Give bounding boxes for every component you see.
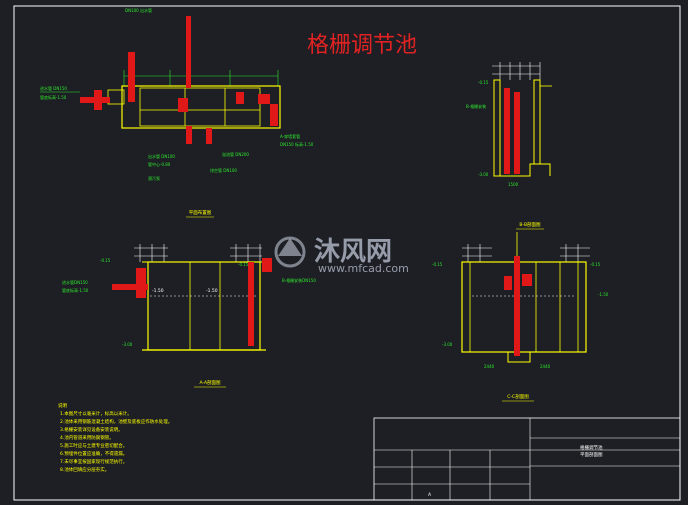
svg-text:排空管 DN100: 排空管 DN100 <box>210 167 237 173</box>
note-line: 1.本图尺寸以毫米计，标高以米计。 <box>60 410 132 417</box>
title-block-name-1: 格栅调节池 <box>580 444 603 451</box>
svg-text:进水管DN150: 进水管DN150 <box>62 279 88 285</box>
note-line: 7.未尽事宜按国家现行规范执行。 <box>60 458 127 465</box>
watermark: 沐风网 www.mfcad.com <box>274 236 409 275</box>
section-bb-caption: B-B剖面图 <box>519 221 541 228</box>
svg-text:-0.15: -0.15 <box>432 262 443 267</box>
cc-tank <box>461 261 587 353</box>
plan-tank-inner <box>139 87 261 127</box>
watermark-url: www.mfcad.com <box>318 262 409 275</box>
svg-text:管中心-0.80: 管中心-0.80 <box>148 161 171 167</box>
svg-text:2440: 2440 <box>484 364 495 369</box>
svg-text:-0.15: -0.15 <box>478 80 489 85</box>
svg-text:A-穿墙套管: A-穿墙套管 <box>280 133 300 139</box>
svg-text:潜污泵: 潜污泵 <box>148 175 160 181</box>
note-line: 2.池体采用钢筋混凝土结构，池壁及底板应作防水处理。 <box>60 418 172 425</box>
svg-text:-1.50: -1.50 <box>598 292 609 297</box>
svg-text:-0.15: -0.15 <box>238 262 249 267</box>
notes-block: 说明 1.本图尺寸以毫米计，标高以米计。 2.池体采用钢筋混凝土结构，池壁及底板… <box>58 402 172 473</box>
plan-riser-pipe-2 <box>186 16 191 88</box>
note-line: 6.预埋件位置应准确，不得遗漏。 <box>60 450 127 457</box>
svg-text:-3.00: -3.00 <box>442 342 453 347</box>
plan-tank-outer <box>121 85 281 129</box>
title-block-revision: A <box>428 492 432 498</box>
aa-tank <box>147 261 261 351</box>
aa-inlet-pipe <box>112 284 148 290</box>
svg-text:进水管 DN150: 进水管 DN150 <box>40 85 67 91</box>
svg-text:溢流管 DN200: 溢流管 DN200 <box>222 151 249 157</box>
section-aa-caption: A-A剖面图 <box>199 379 221 386</box>
svg-text:管底标高-1.50: 管底标高-1.50 <box>40 94 67 100</box>
drawing-title: 格栅调节池 <box>307 33 417 58</box>
svg-text:出水管 DN100: 出水管 DN100 <box>148 153 175 159</box>
svg-text:2440: 2440 <box>540 364 551 369</box>
section-cc-caption: C-C剖面图 <box>507 393 529 400</box>
cc-riser-pipe <box>514 256 520 356</box>
svg-text:-0.15: -0.15 <box>590 262 601 267</box>
bb-pipe-2 <box>514 92 520 174</box>
svg-text:-0.15: -0.15 <box>100 258 111 263</box>
svg-text:-3.00: -3.00 <box>122 342 133 347</box>
svg-text:-1.50: -1.50 <box>206 288 218 294</box>
section-cc-view: -0.15 -0.15 -3.00 -1.50 2440 2440 C-C剖面图 <box>432 232 609 402</box>
title-block: 格栅调节池 平面剖面图 A <box>373 417 681 501</box>
title-block-name-2: 平面剖面图 <box>580 451 603 458</box>
svg-text:DN100 出水管: DN100 出水管 <box>125 7 152 13</box>
note-line: 5.施工时应与土建专业密切配合。 <box>60 442 127 449</box>
note-line: 3.格栅安装详见设备安装说明。 <box>60 426 123 433</box>
bb-pipe-1 <box>504 88 510 174</box>
svg-text:-1.50: -1.50 <box>152 288 164 294</box>
watermark-logo-icon <box>274 236 306 268</box>
svg-text:1500: 1500 <box>508 182 519 187</box>
svg-text:B-格栅安装DN150: B-格栅安装DN150 <box>282 277 316 283</box>
section-aa-view: 进水管DN150 管底标高-1.50 -0.15 -3.00 -0.15 B-格… <box>62 244 316 388</box>
notes-heading: 说明 <box>58 402 67 409</box>
plan-riser-pipe-1 <box>128 52 135 102</box>
svg-text:管底标高-1.50: 管底标高-1.50 <box>62 287 89 293</box>
watermark-brand: 沐风网 <box>314 237 392 267</box>
aa-riser-pipe <box>248 262 254 346</box>
section-bb-view: B-格栅安装 -0.15 -3.00 1500 B-B剖面图 <box>466 62 552 230</box>
note-line: 8.池体回填应分层夯实。 <box>60 466 109 473</box>
svg-text:B-格栅安装: B-格栅安装 <box>466 103 486 109</box>
svg-text:-3.00: -3.00 <box>478 172 489 177</box>
plan-view: 进水管 DN150 管底标高-1.50 出水管 DN100 管中心-0.80 潜… <box>40 7 314 218</box>
plan-view-caption: 平面布置图 <box>189 209 212 216</box>
drawing-frame <box>13 5 681 501</box>
svg-text:DN150 标高-1.50: DN150 标高-1.50 <box>280 141 314 147</box>
note-line: 4.池内管道采用防腐钢管。 <box>60 434 114 441</box>
